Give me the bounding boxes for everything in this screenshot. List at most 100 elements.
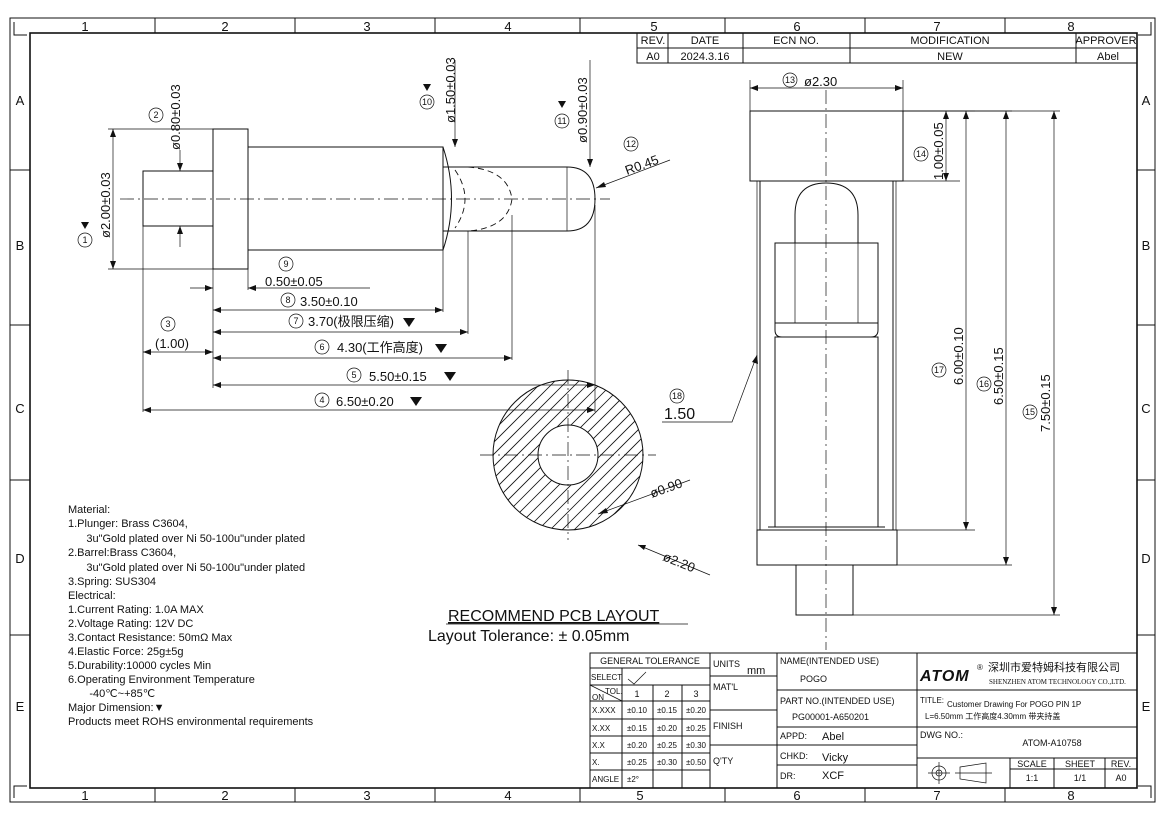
note-line-13: 6.Operating Environment Temperature	[68, 674, 255, 686]
tol-row-label: X.XXX	[592, 706, 616, 715]
tol-cell: ±0.25	[627, 758, 648, 767]
chkd-label: CHKD:	[780, 751, 808, 761]
note-line-3: 3u"Gold plated over Ni 50-100u"under pla…	[68, 533, 305, 545]
revision-table: REV. DATE ECN NO. MODIFICATION APPROVER …	[636, 32, 1138, 64]
check-icon	[627, 671, 647, 685]
note-line-5: 3u"Gold plated over Ni 50-100u"under pla…	[68, 562, 305, 574]
col-label-6-bottom: 6	[793, 788, 800, 803]
row-label-e-left: E	[16, 699, 25, 714]
note-line-15: Major Dimension:▼	[68, 702, 164, 714]
tol-cell: ±0.25	[686, 724, 707, 733]
pcb-layout-tolerance: Layout Tolerance: ± 0.05mm	[428, 628, 629, 645]
company-cn: 深圳市爱特姆科技有限公司	[988, 660, 1120, 674]
chkd-value: Vicky	[822, 752, 849, 764]
balloon-2: 2	[153, 110, 158, 120]
balloon-17: 17	[934, 365, 944, 375]
scale-label: SCALE	[1017, 759, 1047, 769]
pcb-outer-dia: ø2.20	[661, 549, 697, 575]
units-label: UNITS	[713, 659, 740, 669]
balloon-7: 7	[293, 316, 298, 326]
finish-label: FINISH	[713, 721, 743, 731]
rev-cell-date: 2024.3.16	[681, 51, 730, 63]
col-label-7-top: 7	[933, 19, 940, 34]
dr-value: XCF	[822, 770, 844, 782]
col-label-4-top: 4	[504, 19, 511, 34]
projection-symbol-icon	[928, 762, 992, 784]
title-line-2: L=6.50mm 工作高度4.30mm 带夹持盖	[925, 711, 1060, 721]
col-label-3-top: 3	[363, 19, 370, 34]
tol-cell: ±0.50	[686, 758, 707, 767]
tol-on: ON	[592, 693, 604, 702]
col-label-7-bottom: 7	[933, 788, 940, 803]
note-line-2: 1.Plunger: Brass C3604,	[68, 518, 188, 530]
sheet-value: 1/1	[1074, 773, 1087, 783]
part-label: PART NO.(INTENDED USE)	[780, 696, 895, 706]
rev-header-ecn: ECN NO.	[773, 35, 819, 47]
dr-label: DR:	[780, 771, 796, 781]
tol-col-3: 3	[693, 689, 698, 699]
dim-3-text: (1.00)	[155, 336, 189, 351]
title-block: UNITS mm MAT'L FINISH Q'TY NAME(INTENDED…	[709, 652, 1138, 789]
dim-2-text: ø0.80±0.03	[168, 84, 183, 150]
balloon-15: 15	[1025, 407, 1035, 417]
tol-row-label: X.XX	[592, 724, 611, 733]
appd-label: APPD:	[780, 731, 807, 741]
dim-15-text: 7.50±0.15	[1038, 374, 1053, 432]
rev-value: A0	[1115, 773, 1126, 783]
dim-11-text: ø0.90±0.03	[575, 77, 590, 143]
tol-cell: ±0.15	[657, 706, 678, 715]
general-tolerance-table: GENERAL TOLERANCE SELECT TOL. ON 1 2 3 X…	[589, 652, 711, 789]
notes-block: Material: 1.Plunger: Brass C3604, 3u"Gol…	[68, 504, 314, 728]
balloon-18: 18	[672, 391, 682, 401]
balloon-3: 3	[165, 319, 170, 329]
matl-label: MAT'L	[713, 682, 738, 692]
note-line-6: 3.Spring: SUS304	[68, 576, 156, 588]
col-label-8-top: 8	[1067, 19, 1074, 34]
company-en: SHENZHEN ATOM TECHNOLOGY CO.,LTD.	[989, 678, 1126, 686]
rev-cell-modification: NEW	[937, 51, 963, 63]
dim-7-text: 3.70(极限压缩)	[308, 314, 394, 329]
row-label-b-right: B	[1142, 238, 1151, 253]
balloon-4: 4	[319, 395, 324, 405]
tol-cell: ±0.10	[627, 706, 648, 715]
rev-header-modification: MODIFICATION	[910, 35, 989, 47]
tol-title: GENERAL TOLERANCE	[600, 656, 700, 666]
row-label-a-right: A	[1142, 93, 1151, 108]
scale-value: 1:1	[1026, 773, 1039, 783]
tol-row-label: X.X	[592, 741, 606, 750]
rev-header-approver: APPROVER	[1075, 35, 1136, 47]
qty-label: Q'TY	[713, 756, 733, 766]
name-value: POGO	[800, 674, 827, 684]
balloon-8: 8	[285, 295, 290, 305]
dim-6-text: 4.30(工作高度)	[337, 340, 423, 355]
units-value: mm	[747, 665, 765, 677]
tol-row-label: X.	[592, 758, 600, 767]
rev-label: REV.	[1111, 759, 1131, 769]
dim-17-text: 6.00±0.10	[951, 327, 966, 385]
dim-9-text: 0.50±0.05	[265, 274, 323, 289]
balloon-16: 16	[979, 379, 989, 389]
row-label-c-right: C	[1141, 401, 1150, 416]
note-line-7: Electrical:	[68, 590, 116, 602]
balloon-13: 13	[785, 75, 795, 85]
balloon-10: 10	[422, 97, 432, 107]
balloon-11: 11	[557, 116, 566, 126]
balloon-1: 1	[82, 235, 87, 245]
part-value: PG00001-A650201	[792, 712, 869, 722]
note-line-9: 2.Voltage Rating: 12V DC	[68, 618, 193, 630]
col-label-1-bottom: 1	[81, 788, 88, 803]
note-line-1: Material:	[68, 504, 110, 516]
rev-cell-rev: A0	[646, 51, 659, 63]
dim-10-text: ø1.50±0.03	[443, 57, 458, 123]
dim-16-text: 6.50±0.15	[991, 347, 1006, 405]
rev-cell-approver: Abel	[1097, 51, 1119, 63]
pcb-layout-title: RECOMMEND PCB LAYOUT	[448, 608, 660, 625]
col-label-2-top: 2	[221, 19, 228, 34]
dwg-label: DWG NO.:	[920, 730, 963, 740]
tol-tol: TOL.	[605, 687, 623, 696]
balloon-9: 9	[283, 259, 288, 269]
dwg-value: ATOM-A10758	[1022, 738, 1081, 748]
note-line-8: 1.Current Rating: 1.0A MAX	[68, 604, 204, 616]
dim-8-text: 3.50±0.10	[300, 294, 358, 309]
